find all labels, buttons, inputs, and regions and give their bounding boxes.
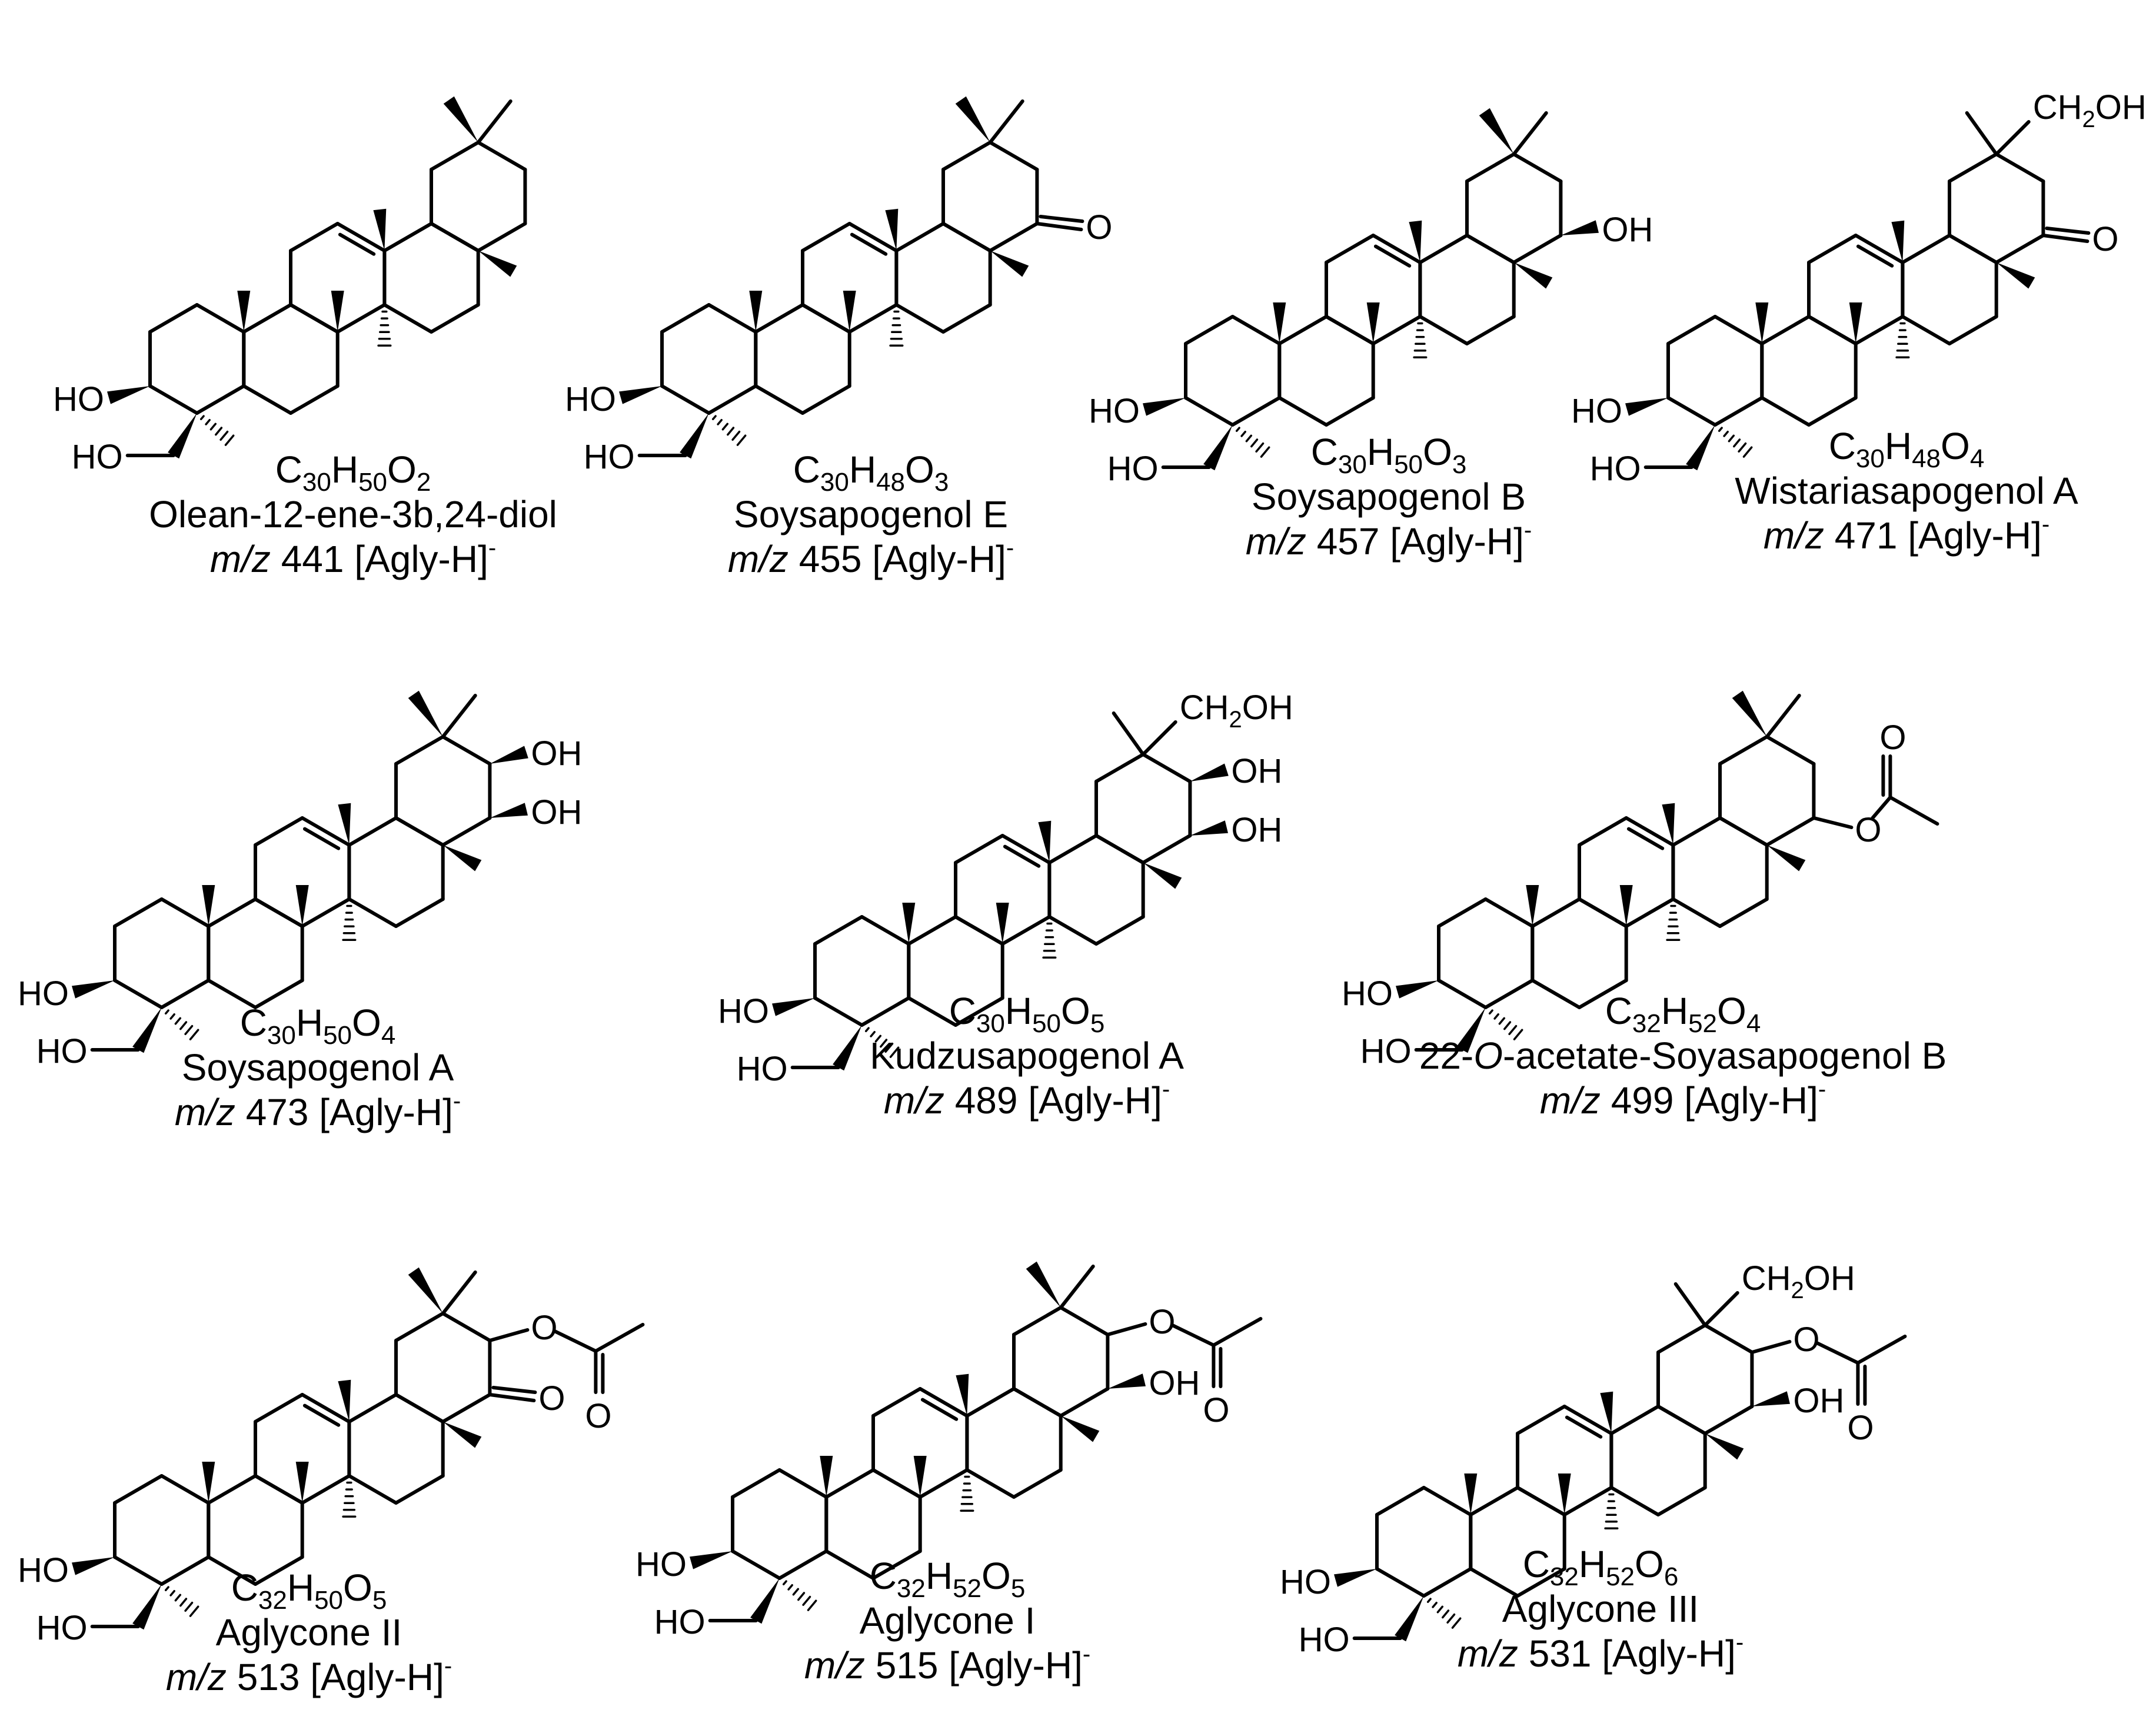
compound-name: Aglycone I bbox=[859, 1599, 1036, 1642]
hydroxyl-label: HO bbox=[1107, 450, 1159, 488]
hydroxyl-label: HO bbox=[1590, 450, 1641, 488]
molecular-formula: C30H50O3 bbox=[1310, 431, 1467, 479]
compound-caption: C32H52O4 22-O-acetate-Soyasapogenol B m/… bbox=[1419, 989, 1947, 1123]
mass-to-charge: m/z 531 [Agly-H]- bbox=[1457, 1629, 1744, 1675]
hydroxyl-label: HO bbox=[654, 1603, 706, 1641]
oxygen-label: O bbox=[1847, 1409, 1874, 1447]
hydroxyl-label: HO bbox=[1299, 1621, 1350, 1659]
compound-name: Soysapogenol A bbox=[181, 1046, 454, 1089]
compound-caption: C32H50O5 Aglycone II m/z 513 [Agly-H]- bbox=[166, 1565, 452, 1699]
hydroxyl-label: HO bbox=[53, 380, 104, 418]
hydroxyl-label: HO bbox=[565, 380, 616, 418]
oxygen-label: O bbox=[1086, 208, 1112, 247]
molecule-structure: HO HO bbox=[53, 96, 527, 476]
hydroxyl-label: HO bbox=[72, 438, 123, 476]
molecular-formula: C32H50O5 bbox=[231, 1566, 387, 1615]
hydroxyl-label: OH bbox=[531, 734, 582, 773]
hydroxyl-label: OH bbox=[1793, 1382, 1844, 1420]
hydroxyl-label: OH bbox=[1231, 811, 1282, 849]
molecular-formula: C30H50O2 bbox=[275, 448, 431, 497]
hydroxyl-label: OH bbox=[1231, 752, 1282, 790]
hydroxyl-label: HO bbox=[18, 1551, 69, 1589]
molecular-formula: C30H48O4 bbox=[1828, 425, 1985, 473]
hydroxyl-label: HO bbox=[1571, 392, 1622, 430]
hydroxyl-label: HO bbox=[1360, 1032, 1412, 1070]
mass-to-charge: m/z 473 [Agly-H]- bbox=[174, 1088, 461, 1133]
mass-to-charge: m/z 515 [Agly-H]- bbox=[804, 1641, 1091, 1687]
hydroxymethyl-label: CH2OH bbox=[1742, 1259, 1855, 1303]
molecular-formula: C32H52O5 bbox=[869, 1555, 1026, 1603]
compound-caption: C30H50O2 Olean-12-ene-3b,24-diol m/z 441… bbox=[149, 447, 557, 581]
molecular-formula: C32H52O6 bbox=[1522, 1543, 1679, 1591]
compound-name: Kudzusapogenol A bbox=[870, 1035, 1184, 1077]
oxygen-label: O bbox=[531, 1309, 557, 1347]
hydroxyl-label: HO bbox=[36, 1032, 88, 1070]
hydroxyl-label: HO bbox=[636, 1545, 687, 1584]
compound-caption: C30H50O5 Kudzusapogenol A m/z 489 [Agly-… bbox=[870, 989, 1184, 1123]
mass-to-charge: m/z 489 [Agly-H]- bbox=[883, 1076, 1170, 1122]
hydroxyl-label: HO bbox=[18, 974, 69, 1013]
compound-name: Aglycone II bbox=[215, 1611, 402, 1654]
hydroxyl-label: HO bbox=[584, 438, 635, 476]
oxygen-label: O bbox=[1855, 811, 1881, 849]
mass-to-charge: m/z 499 [Agly-H]- bbox=[1539, 1076, 1826, 1122]
hydroxyl-label: HO bbox=[1342, 974, 1393, 1013]
compound-name: Soysapogenol E bbox=[733, 493, 1009, 535]
mass-to-charge: m/z 513 [Agly-H]- bbox=[165, 1653, 453, 1698]
hydroxyl-label: HO bbox=[718, 992, 769, 1030]
compound-name: 22-O-acetate-Soyasapogenol B bbox=[1419, 1035, 1947, 1077]
oxygen-label: O bbox=[1879, 719, 1906, 757]
compound-caption: C30H48O4 Wistariasapogenol A m/z 471 [Ag… bbox=[1735, 424, 2078, 558]
hydroxyl-label: HO bbox=[1089, 392, 1140, 430]
compound-caption: C32H52O5 Aglycone I m/z 515 [Agly-H]- bbox=[804, 1554, 1090, 1688]
compound-name: Wistariasapogenol A bbox=[1735, 470, 2078, 512]
hydroxyl-label: OH bbox=[1149, 1364, 1200, 1402]
compound-caption: C30H48O3 Soysapogenol E m/z 455 [Agly-H]… bbox=[728, 447, 1014, 581]
oxygen-label: O bbox=[1149, 1303, 1175, 1341]
molecular-formula: C30H48O3 bbox=[793, 448, 949, 497]
compound-caption: C30H50O4 Soysapogenol A m/z 473 [Agly-H]… bbox=[175, 1000, 461, 1135]
oxygen-label: O bbox=[1793, 1320, 1819, 1359]
mass-to-charge: m/z 455 [Agly-H]- bbox=[727, 535, 1014, 580]
hydroxyl-label: HO bbox=[737, 1050, 788, 1088]
oxygen-label: O bbox=[1203, 1391, 1229, 1429]
oxygen-label: O bbox=[2092, 220, 2118, 258]
molecule-structure: HO HO O O bbox=[1342, 690, 1939, 1070]
hydroxyl-label: HO bbox=[1280, 1563, 1331, 1601]
mass-to-charge: m/z 471 [Agly-H]- bbox=[1763, 511, 2050, 557]
molecule-structure: HO HO OH OH bbox=[18, 690, 582, 1070]
molecule-structure: HO HO CH2OH O bbox=[1571, 88, 2147, 488]
oxygen-label: O bbox=[538, 1379, 565, 1418]
mass-to-charge: m/z 457 [Agly-H]- bbox=[1245, 517, 1532, 563]
compound-name: Soysapogenol B bbox=[1251, 475, 1526, 518]
hydroxyl-label: HO bbox=[36, 1609, 88, 1647]
hydroxyl-label: OH bbox=[531, 793, 582, 831]
compound-name: Olean-12-ene-3b,24-diol bbox=[149, 493, 557, 535]
compound-caption: C32H52O6 Aglycone III m/z 531 [Agly-H]- bbox=[1458, 1542, 1744, 1676]
molecular-formula: C30H50O5 bbox=[949, 990, 1105, 1038]
hydroxyl-label: OH bbox=[1602, 211, 1653, 249]
hydroxymethyl-label: CH2OH bbox=[1180, 688, 1293, 733]
molecule-structure: HO HO CH2OH OH OH bbox=[718, 688, 1293, 1088]
molecule-structure: HO HO O bbox=[565, 96, 1113, 476]
oxygen-label: O bbox=[585, 1397, 611, 1435]
mass-to-charge: m/z 441 [Agly-H]- bbox=[209, 535, 497, 580]
molecular-formula: C30H50O4 bbox=[239, 1002, 396, 1050]
hydroxymethyl-label: CH2OH bbox=[2033, 88, 2147, 132]
compound-caption: C30H50O3 Soysapogenol B m/z 457 [Agly-H]… bbox=[1246, 430, 1532, 564]
compound-name: Aglycone III bbox=[1502, 1588, 1699, 1630]
molecule-structure: HO HO OH bbox=[1089, 108, 1653, 488]
molecular-formula: C32H52O4 bbox=[1605, 990, 1761, 1038]
